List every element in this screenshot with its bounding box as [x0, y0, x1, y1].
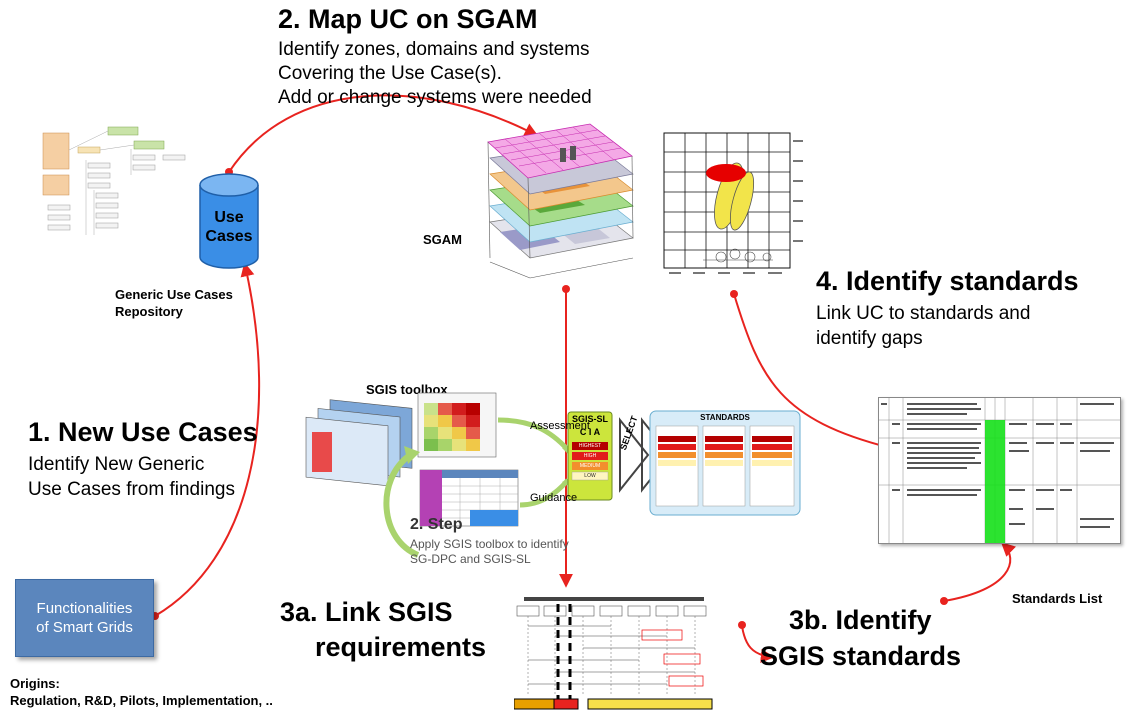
origins-line2: Regulation, R&D, Pilots, Implementation,… — [10, 693, 273, 708]
sgis-sl-title: SGIS-SL — [571, 414, 608, 424]
step2-line2: Covering the Use Case(s). — [278, 63, 502, 84]
toolbox-title: SGIS toolbox — [366, 382, 448, 397]
step2-line1: Identify zones, domains and systems — [278, 39, 590, 60]
step3b-line1: 3b. Identify — [789, 605, 932, 635]
arrow-3b — [741, 625, 775, 663]
step4-line1: Link UC to standards and — [816, 303, 1031, 324]
repository-label-line1: Generic Use Cases — [115, 287, 233, 302]
functionalities-box: Functionalities of Smart Grids — [15, 579, 154, 657]
toolbox-assessment-label: Assessment — [530, 420, 590, 432]
repository-label-line2: Repository — [115, 304, 183, 319]
step3a-line2: requirements — [315, 632, 487, 662]
step1-title: 1. New Use Cases — [28, 417, 258, 447]
step2-title: 2. Map UC on SGAM — [278, 4, 538, 34]
toolbox-step-title: 2. Step — [410, 516, 463, 533]
sgis-sl-levels: HIGHEST HIGH MEDIUM LOW — [572, 442, 608, 482]
sl-level-3: LOW — [584, 473, 596, 479]
arrow-standards-list-loop — [943, 542, 1016, 602]
sl-level-2: MEDIUM — [579, 463, 601, 469]
sgam-label: SGAM — [423, 232, 462, 247]
sequence-diagram — [514, 596, 716, 711]
standards-list-table — [878, 397, 1121, 544]
toolbox-step-line2: SG-DPC and SGIS-SL — [410, 552, 531, 566]
sl-level-0: HIGHEST — [578, 443, 602, 449]
step4-title: 4. Identify standards — [816, 266, 1079, 296]
functionalities-line2: of Smart Grids — [36, 619, 133, 636]
arrow-functionalities-to-usecases — [154, 262, 261, 617]
sgam-plane-mapping — [663, 132, 806, 280]
arrow-usecases-to-sgam — [228, 94, 539, 173]
sl-level-1: HIGH — [583, 453, 597, 459]
step1-line2: Use Cases from findings — [28, 479, 235, 500]
toolbox-guidance-label: Guidance — [530, 492, 578, 504]
origins-line1: Origins: — [10, 676, 60, 691]
sgis-sl-cia: C I A — [579, 427, 601, 437]
functionalities-line1: Functionalities — [36, 600, 133, 617]
standards-list-label: Standards List — [1012, 591, 1103, 606]
step4-line2: identify gaps — [816, 328, 923, 349]
standards-graphic-title: STANDARDS — [700, 413, 750, 422]
use-cases-cylinder: Use Cases — [200, 208, 258, 246]
step1-line1: Identify New Generic — [28, 454, 205, 475]
arrow-sgam-grid-to-standards-list — [733, 293, 894, 453]
cylinder-label-line2: Cases — [205, 228, 253, 245]
repository-diagram-thumbnail — [38, 125, 203, 250]
step3b-line2: SGIS standards — [760, 641, 962, 671]
cylinder-label-line1: Use — [214, 209, 244, 226]
toolbox-step-line1: Apply SGIS toolbox to identify — [410, 537, 569, 551]
step3a-line1: 3a. Link SGIS — [280, 597, 453, 627]
step2-line3: Add or change systems were needed — [278, 87, 592, 108]
